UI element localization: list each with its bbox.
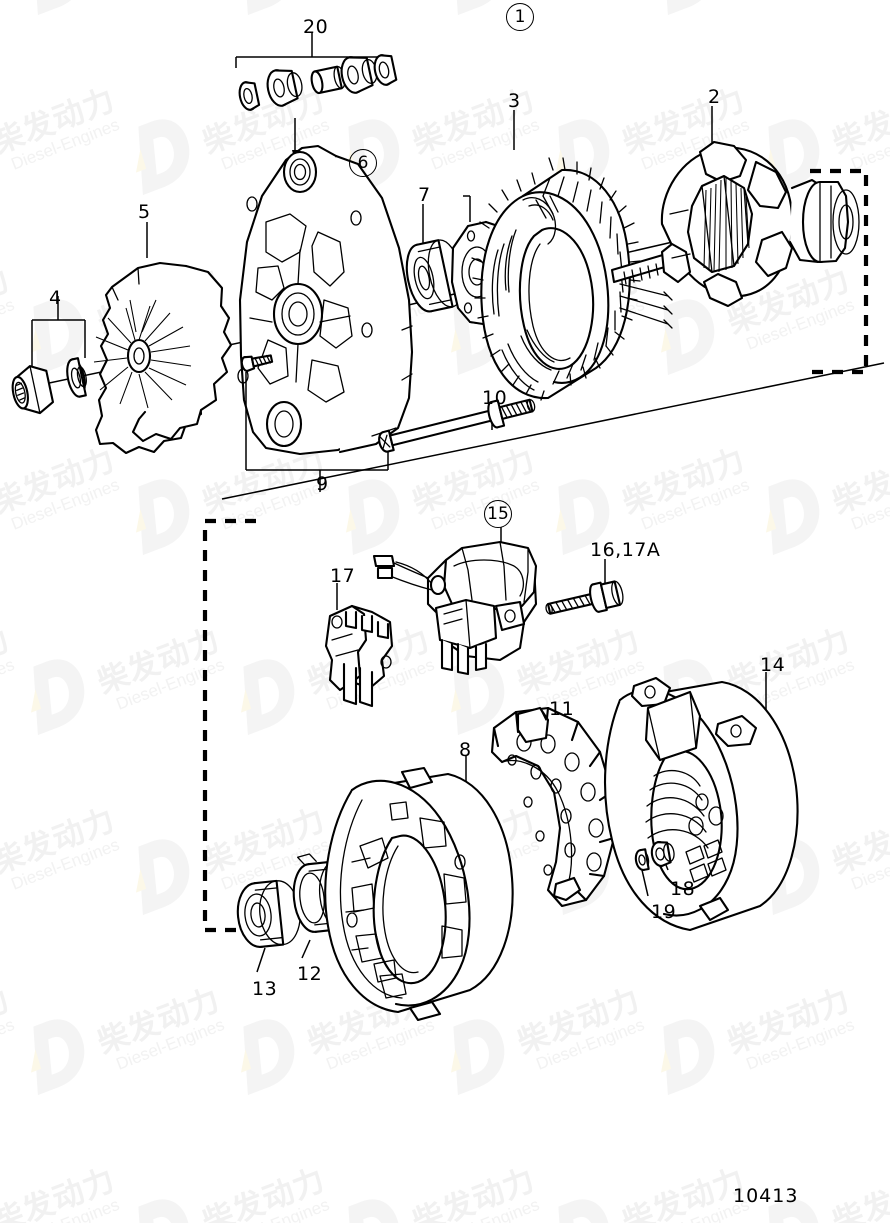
callout-label-cooling-fan: 5 [138, 201, 151, 223]
callout-label-screw: 16,17A [590, 539, 661, 561]
part-15-voltage-regulator [372, 527, 538, 676]
callout-circle-15: 15 [484, 500, 512, 528]
figure-number-text: 1 [514, 7, 526, 27]
callout-label-rectifier-bridge: 11 [549, 698, 575, 720]
callout-circle-6: 6 [349, 149, 377, 177]
part-3-stator [471, 110, 673, 401]
part-17-brush-holder [324, 583, 394, 708]
part-8-end-housing [324, 756, 514, 1022]
part-20-bushing-kit [235, 33, 398, 162]
part-10-through-bolt [221, 362, 885, 500]
drawing-number: 10413 [733, 1185, 799, 1207]
part-14-end-cover [603, 672, 799, 932]
callout-label-slip-ring-end-housing: 8 [459, 739, 472, 761]
part-7-front-bearing [405, 204, 464, 313]
callout-label-nut-and-washer: 4 [49, 287, 62, 309]
part-5-cooling-fan [93, 222, 233, 455]
callout-label-stator: 3 [508, 90, 521, 112]
part-16-17a-screw [545, 559, 624, 615]
part-2-rotor [610, 106, 860, 308]
part-6-drive-end-bracket [237, 144, 414, 492]
callout-label-rotor: 2 [708, 86, 721, 108]
callout-label-washer: 19 [651, 901, 677, 923]
callout-label-bracket-sub-assembly: 9 [316, 473, 329, 495]
part-4-nut-washer [11, 296, 87, 415]
figure-number-circle: 1 [506, 3, 534, 31]
part-18-19-nut-washer [634, 841, 675, 897]
callout-label-rear-bearing: 13 [252, 978, 278, 1000]
callout-label-bearing-retainer: 12 [297, 963, 323, 985]
part-13-rear-bearing [236, 879, 301, 973]
callout-label-front-bearing: 7 [418, 184, 431, 206]
callout-label-bushing-spacer-kit: 20 [303, 16, 329, 38]
lower-assembly-bracket [202, 518, 262, 933]
callout-label-brush-holder: 17 [330, 565, 356, 587]
callout-label-through-bolt: 10 [482, 387, 508, 409]
callout-label-nut: 18 [670, 878, 696, 900]
callout-label-slip-ring-end-cover: 14 [760, 654, 786, 676]
